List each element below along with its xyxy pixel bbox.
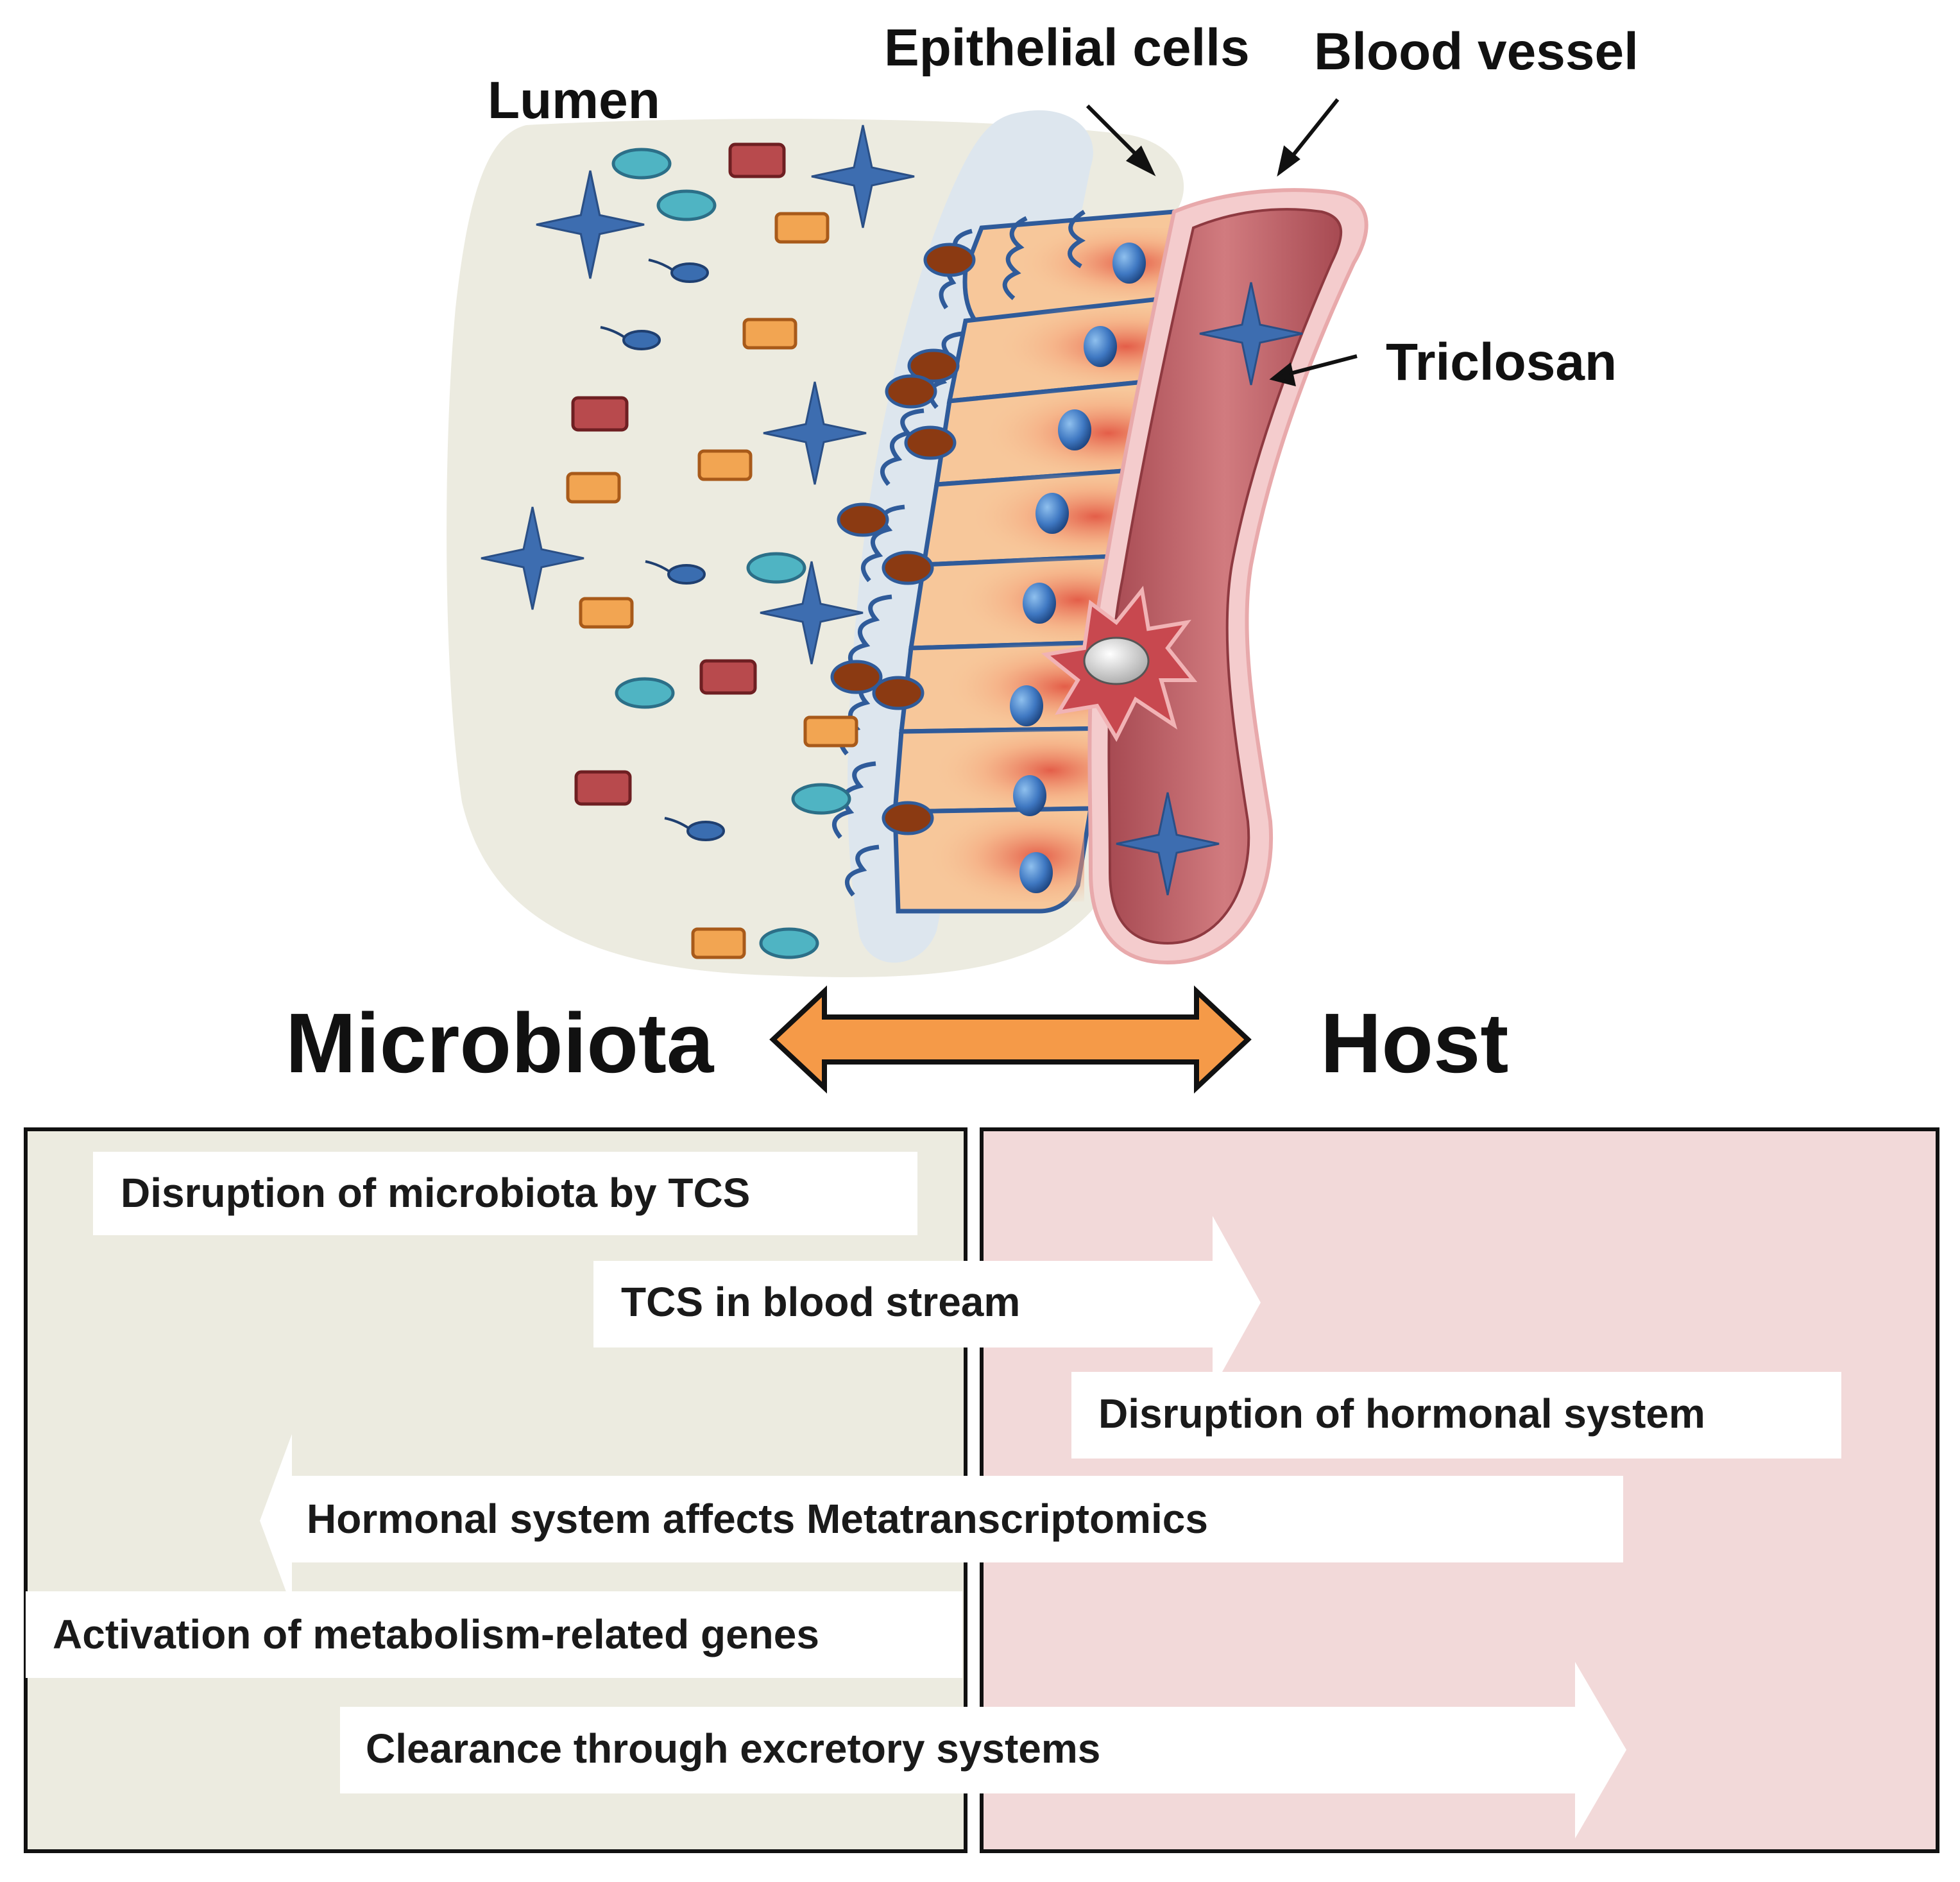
step-text-3: Disruption of hormonal system — [1098, 1390, 1705, 1437]
label-microbiota: Microbiota — [285, 996, 714, 1090]
label-epithelial-cells: Epithelial cells — [884, 19, 1250, 77]
step-text-1: Disruption of microbiota by TCS — [121, 1170, 751, 1216]
step-text-2: TCS in blood stream — [621, 1279, 1021, 1325]
bidirectional-arrow — [769, 985, 1252, 1094]
label-host: Host — [1320, 996, 1509, 1090]
step-arrow-6 — [340, 1662, 1626, 1838]
immune-cell-nucleus — [1083, 637, 1150, 685]
label-triclosan: Triclosan — [1386, 333, 1617, 391]
step-box-1 — [93, 1152, 917, 1235]
step-box-3 — [1071, 1372, 1841, 1459]
step-box-5 — [26, 1591, 962, 1678]
label-arrows — [1086, 98, 1358, 387]
label-lumen: Lumen — [488, 71, 660, 130]
label-blood-vessel: Blood vessel — [1314, 22, 1639, 81]
step-text-4: Hormonal system affects Metatranscriptom… — [307, 1496, 1208, 1542]
step-arrow-2 — [593, 1216, 1261, 1389]
epithelial-layer — [892, 209, 1202, 914]
blood-vessel — [1107, 208, 1343, 945]
step-text-5: Activation of metabolism-related genes — [53, 1611, 819, 1657]
step-arrow-4 — [260, 1434, 1623, 1607]
step-text-6: Clearance through excretory systems — [366, 1725, 1101, 1772]
